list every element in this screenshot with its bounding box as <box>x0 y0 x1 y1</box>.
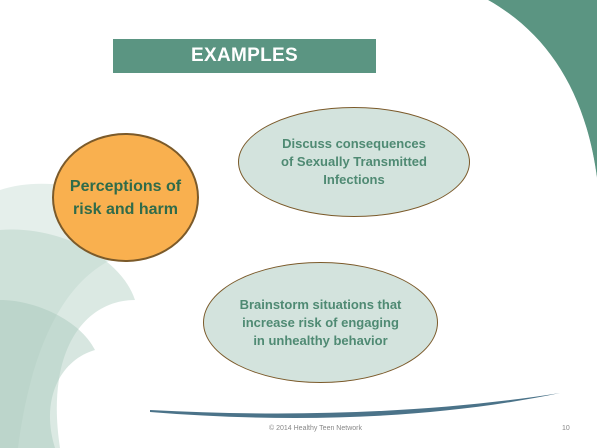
corner-decoration <box>488 0 597 178</box>
slide-title: EXAMPLES <box>113 39 376 73</box>
main-concept-text: Perceptions of risk and harm <box>69 177 182 218</box>
copyright-text: © 2014 Healthy Teen Network <box>269 425 362 432</box>
example-text-1: Discuss consequences of Sexually Transmi… <box>281 136 427 187</box>
page-number: 10 <box>562 425 570 432</box>
example-oval-1: Discuss consequences of Sexually Transmi… <box>238 107 470 217</box>
swoosh-inner <box>0 300 95 448</box>
slide-footer: © 2014 Healthy Teen Network 10 <box>0 423 597 437</box>
example-text-2: Brainstorm situations that increase risk… <box>239 296 402 348</box>
swoosh-middle <box>0 229 135 448</box>
bottom-wave <box>150 393 560 418</box>
example-oval-2: Brainstorm situations that increase risk… <box>203 262 438 383</box>
corner-highlight <box>480 0 597 190</box>
main-concept-bubble: Perceptions of risk and harm <box>52 133 199 262</box>
